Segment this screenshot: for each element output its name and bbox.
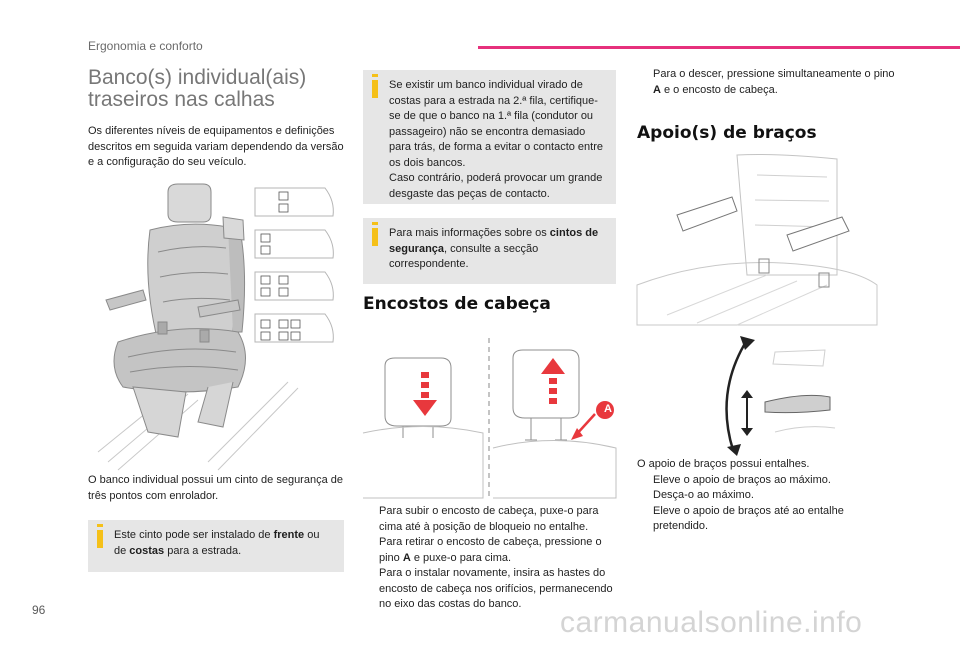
list-item: Para subir o encosto de cabeça, puxe-o p… <box>379 505 599 533</box>
section-header: Ergonomia e conforto <box>88 39 203 53</box>
seat-warning-note: Se existir um banco individual virado de… <box>363 70 616 204</box>
down-arrow-icon <box>413 372 437 416</box>
belt-note: Este cinto pode ser instalado de frente … <box>88 520 344 572</box>
intro-text: Os diferentes níveis de equipamentos e d… <box>88 125 344 168</box>
list-item: Desça-o ao máximo. <box>653 489 754 501</box>
watermark: carmanualsonline.info <box>560 606 863 639</box>
list-item: Eleve o apoio de braços até ao entalhe p… <box>653 504 844 533</box>
list-item: Para retirar o encosto de cabeça, pressi… <box>379 536 602 564</box>
headrest-heading: Encostos de cabeça <box>363 294 551 314</box>
headrest-instructions: Para subir o encosto de cabeça, puxe-o p… <box>363 504 618 613</box>
seat-layout-diagrams <box>254 187 334 343</box>
list-item: Eleve o apoio de braços ao máximo. <box>653 473 831 486</box>
title-line-2: traseiros nas calhas <box>88 88 275 111</box>
seatbelt-ref-note: Para mais informações sobre os cintos de… <box>363 218 616 284</box>
info-marker-icon <box>97 524 103 548</box>
page-title: Banco(s) individual(ais) traseiros nas c… <box>88 67 358 111</box>
headrest-lower-instruction: Para o descer, pressione simultaneamente… <box>637 67 897 98</box>
armrest-motion-illustration <box>725 336 836 456</box>
seat-illustration <box>97 183 299 471</box>
up-arrow-icon <box>541 358 565 404</box>
title-line-1: Banco(s) individual(ais) <box>88 66 307 89</box>
pin-a-label: A <box>604 403 612 415</box>
armrest-instructions: O apoio de braços possui entalhes. Eleve… <box>637 457 897 535</box>
info-marker-icon <box>372 74 378 98</box>
header-accent-bar <box>478 46 960 49</box>
armrest-intro: O apoio de braços possui entalhes. <box>637 458 810 470</box>
info-marker-icon <box>372 222 378 246</box>
armrest-illustration <box>636 154 878 326</box>
list-item: Para o instalar novamente, insira as has… <box>379 567 613 610</box>
list-item: Para o descer, pressione simultaneamente… <box>653 68 895 96</box>
page-number: 96 <box>32 603 46 617</box>
armrest-heading: Apoio(s) de braços <box>637 123 817 143</box>
belt-text: O banco individual possui um cinto de se… <box>88 474 343 502</box>
headrest-illustration <box>362 338 617 499</box>
